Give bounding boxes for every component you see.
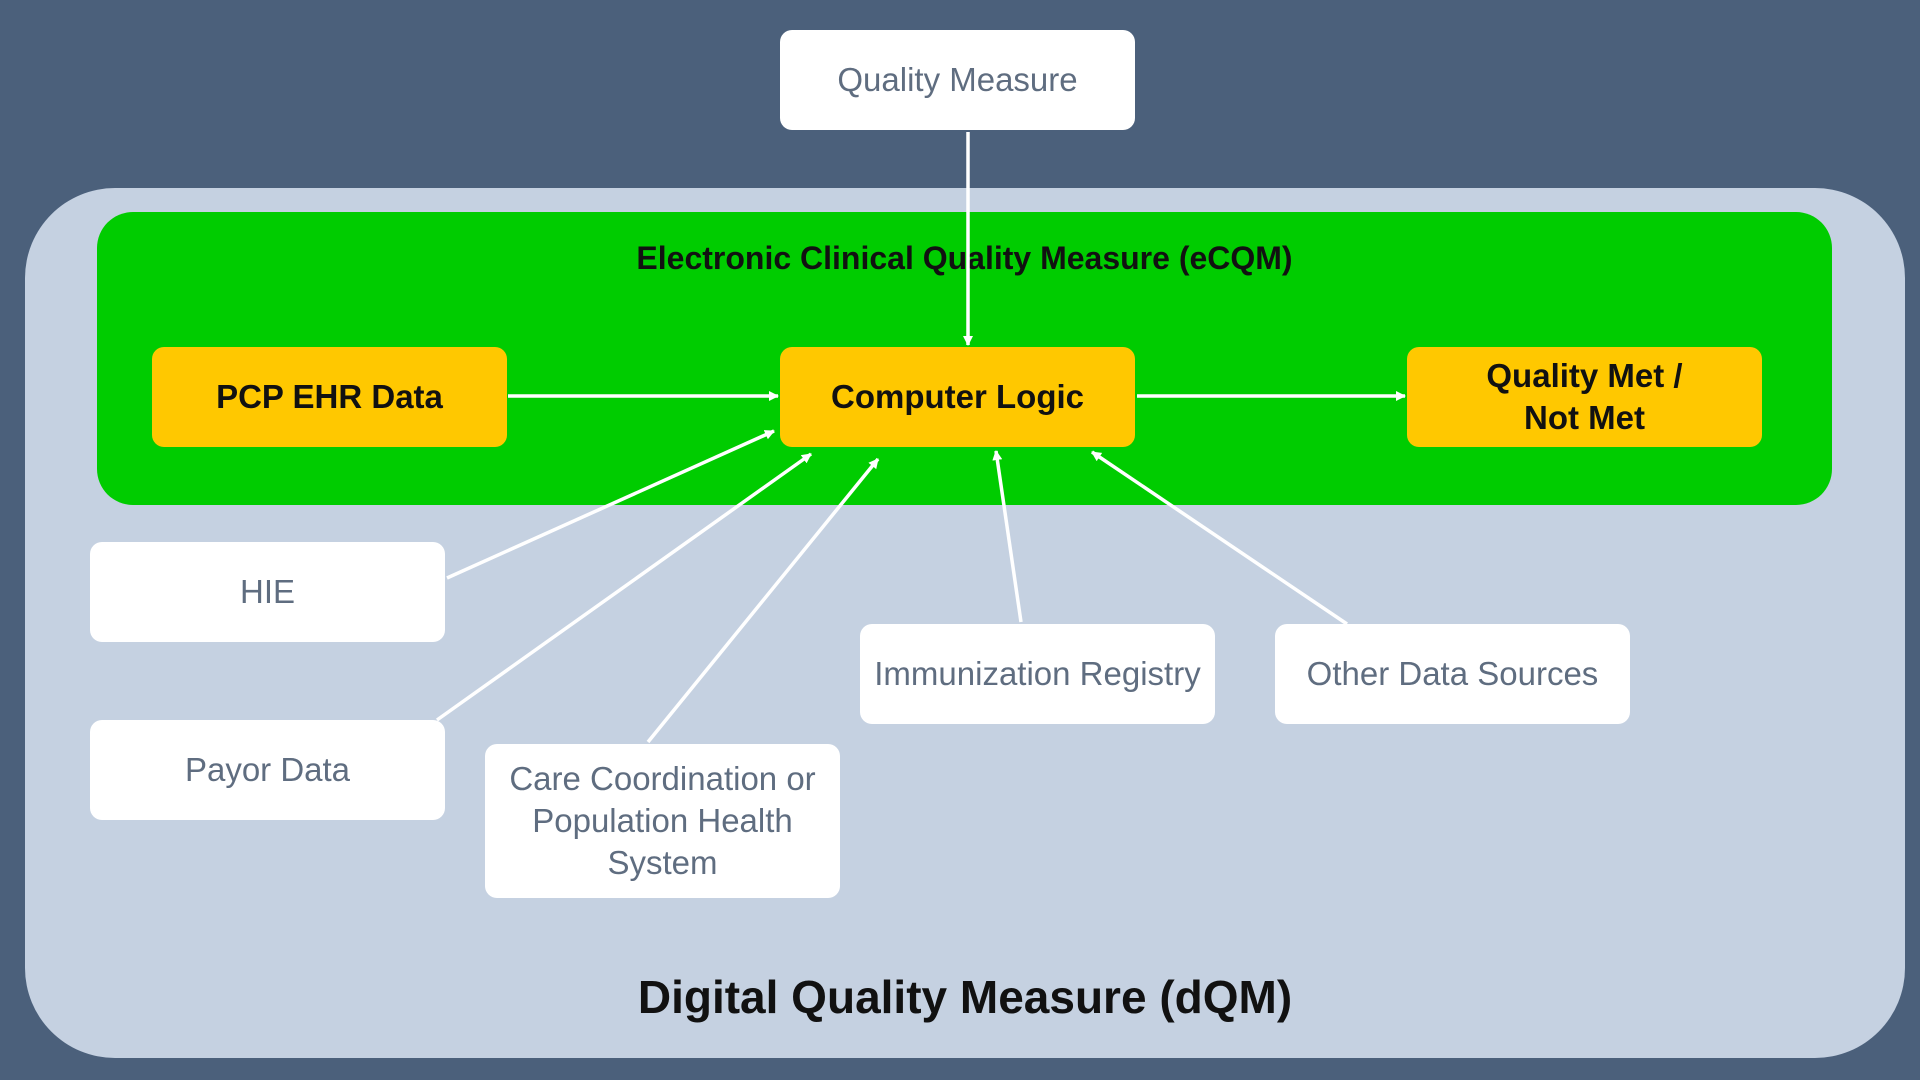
ecqm-title: Electronic Clinical Quality Measure (eCQ… bbox=[636, 240, 1293, 276]
immunization-registry-node: Immunization Registry bbox=[860, 624, 1215, 724]
other-data-sources-label: Other Data Sources bbox=[1306, 655, 1599, 692]
arrow-payor-to-logic bbox=[435, 452, 813, 722]
arrow-care-coordination-to-logic bbox=[646, 457, 880, 744]
computer-logic-node: Computer Logic bbox=[780, 347, 1135, 447]
payor-data-label: Payor Data bbox=[184, 751, 351, 788]
dqm-title: Digital Quality Measure (dQM) bbox=[637, 971, 1293, 1023]
arrow-immunization-to-logic bbox=[992, 450, 1023, 623]
quality-met-label-line2: Not Met bbox=[1524, 399, 1645, 436]
other-data-sources-node: Other Data Sources bbox=[1275, 624, 1630, 724]
pcp-ehr-data-node: PCP EHR Data bbox=[152, 347, 507, 447]
computer-logic-label: Computer Logic bbox=[831, 378, 1084, 415]
immunization-registry-label: Immunization Registry bbox=[874, 655, 1201, 692]
hie-label: HIE bbox=[239, 573, 295, 610]
care-coordination-node: Care Coordination or Population Health S… bbox=[485, 744, 840, 898]
arrow-other-sources-to-logic bbox=[1091, 450, 1348, 626]
quality-met-label-line1: Quality Met / bbox=[1486, 357, 1683, 394]
quality-measure-label: Quality Measure bbox=[837, 61, 1078, 98]
pcp-ehr-data-label: PCP EHR Data bbox=[216, 378, 443, 415]
quality-measure-node: Quality Measure bbox=[780, 30, 1135, 130]
care-coordination-label-line2: Population Health bbox=[532, 802, 793, 839]
care-coordination-label-line1: Care Coordination or bbox=[509, 760, 816, 797]
arrow-hie-to-logic bbox=[446, 429, 775, 580]
care-coordination-label-line3: System bbox=[607, 844, 718, 881]
quality-met-node: Quality Met / Not Met bbox=[1407, 347, 1762, 447]
payor-data-node: Payor Data bbox=[90, 720, 445, 820]
hie-node: HIE bbox=[90, 542, 445, 642]
